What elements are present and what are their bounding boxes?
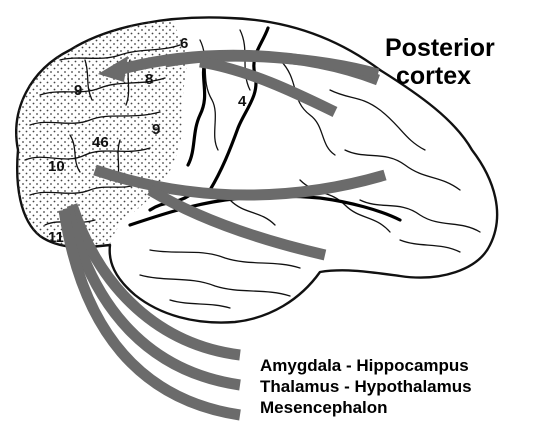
area-label-9-lower: 9 [152,121,160,138]
target-amygdala-hippocampus: Amygdala - Hippocampus [260,356,469,375]
area-label-46: 46 [92,134,109,151]
posterior-cortex-label: Posterior cortex [385,34,502,90]
posterior-cortex-line1: Posterior [385,34,495,62]
subcortical-targets: Amygdala - Hippocampus Thalamus - Hypoth… [260,356,472,417]
area-label-4: 4 [238,93,247,110]
pathway-posterior-to-area8 [165,56,378,74]
target-thalamus-hypothalamus: Thalamus - Hypothalamus [260,377,472,396]
area-label-6: 6 [180,35,188,52]
posterior-cortex-line2: cortex [396,62,471,90]
target-mesencephalon: Mesencephalon [260,398,388,417]
precentral-sulcus [188,60,205,165]
area-label-11: 11 [48,229,64,246]
pathway-posterior-descending [200,62,335,112]
area-label-9-upper: 9 [74,82,82,99]
area-label-8: 8 [145,71,153,88]
area-label-10: 10 [48,158,65,175]
